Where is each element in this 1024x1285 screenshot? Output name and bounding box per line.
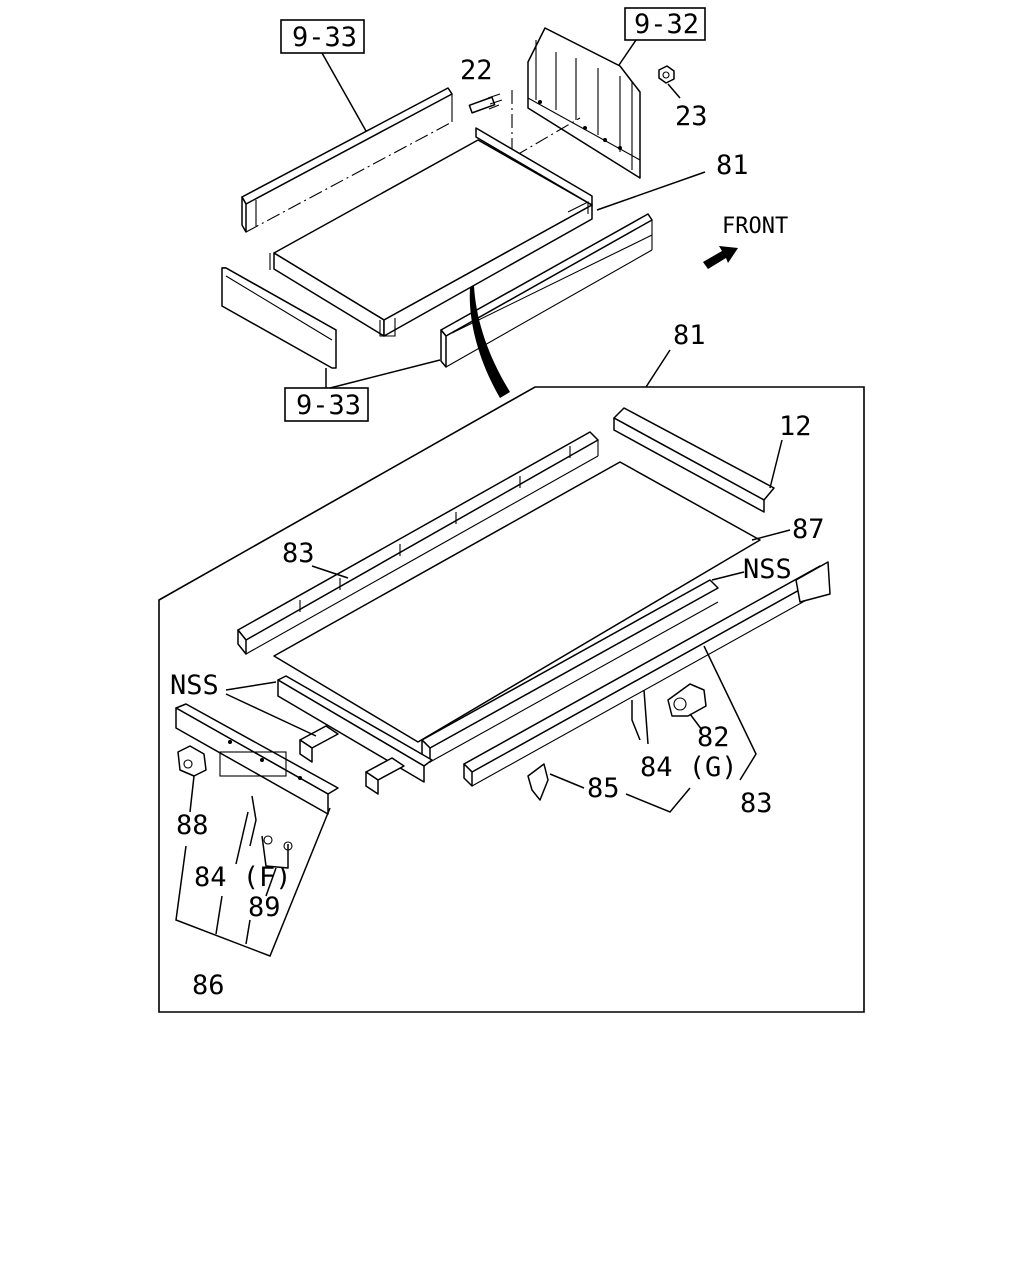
- rear-crossmember: [277, 675, 433, 795]
- label-86: 86: [192, 970, 225, 1001]
- label-81-top: 81: [716, 150, 749, 181]
- hook-84g: 84 (G): [631, 689, 738, 783]
- ref-box-9-33-bottom: 9-33: [284, 359, 441, 422]
- front-direction-indicator: FRONT: [703, 214, 788, 269]
- label-83-left: 83: [282, 538, 315, 569]
- ref-label-9-33-bottom: 9-33: [296, 390, 361, 421]
- side-rail-right: 83: [463, 561, 831, 819]
- detail-arrow-icon: [469, 286, 510, 398]
- label-81-detail: 81: [673, 320, 706, 351]
- ref-box-9-33-top: 9-33: [280, 19, 367, 132]
- inner-rail-right: NSS: [421, 554, 792, 763]
- nut-23: 23: [658, 65, 708, 132]
- ref-label-9-33-top: 9-33: [292, 22, 357, 53]
- label-23: 23: [675, 101, 708, 132]
- label-82: 82: [697, 722, 730, 753]
- label-88: 88: [176, 810, 209, 841]
- label-22: 22: [460, 55, 493, 86]
- label-83-right: 83: [740, 788, 773, 819]
- u-clip-89: 89: [248, 835, 293, 923]
- bolt-22: 22: [460, 55, 503, 114]
- deck-top: 81: [269, 127, 749, 337]
- label-87: 87: [792, 514, 825, 545]
- side-panel-bottom-left: [221, 267, 337, 369]
- hinge-88: 88: [176, 745, 209, 841]
- side-rail-left: 83: [237, 431, 599, 655]
- gate-headboard: [511, 27, 641, 179]
- front-label: FRONT: [722, 214, 788, 239]
- ref-box-9-32: 9-32: [618, 7, 706, 66]
- rear-angle-12: 12: [613, 407, 812, 513]
- label-84g: 84 (G): [640, 752, 738, 783]
- front-arrow-icon: [703, 246, 738, 269]
- label-89: 89: [248, 892, 281, 923]
- label-nss-left: NSS: [170, 670, 219, 701]
- rear-rail-86: [175, 703, 339, 815]
- floor-panel-87: 87: [273, 461, 825, 743]
- bracket-82: 82: [667, 683, 730, 753]
- label-12: 12: [779, 411, 812, 442]
- side-panel-top: [241, 87, 453, 233]
- label-85: 85: [587, 773, 620, 804]
- stake-bracket-85: 85: [527, 763, 691, 813]
- rear-rail-86-callout: 86: [175, 807, 331, 1001]
- detail-frame: [158, 386, 865, 1013]
- nss-left-callout: NSS: [170, 670, 317, 737]
- ref-label-9-32: 9-32: [634, 9, 699, 40]
- label-nss-right: NSS: [743, 554, 792, 585]
